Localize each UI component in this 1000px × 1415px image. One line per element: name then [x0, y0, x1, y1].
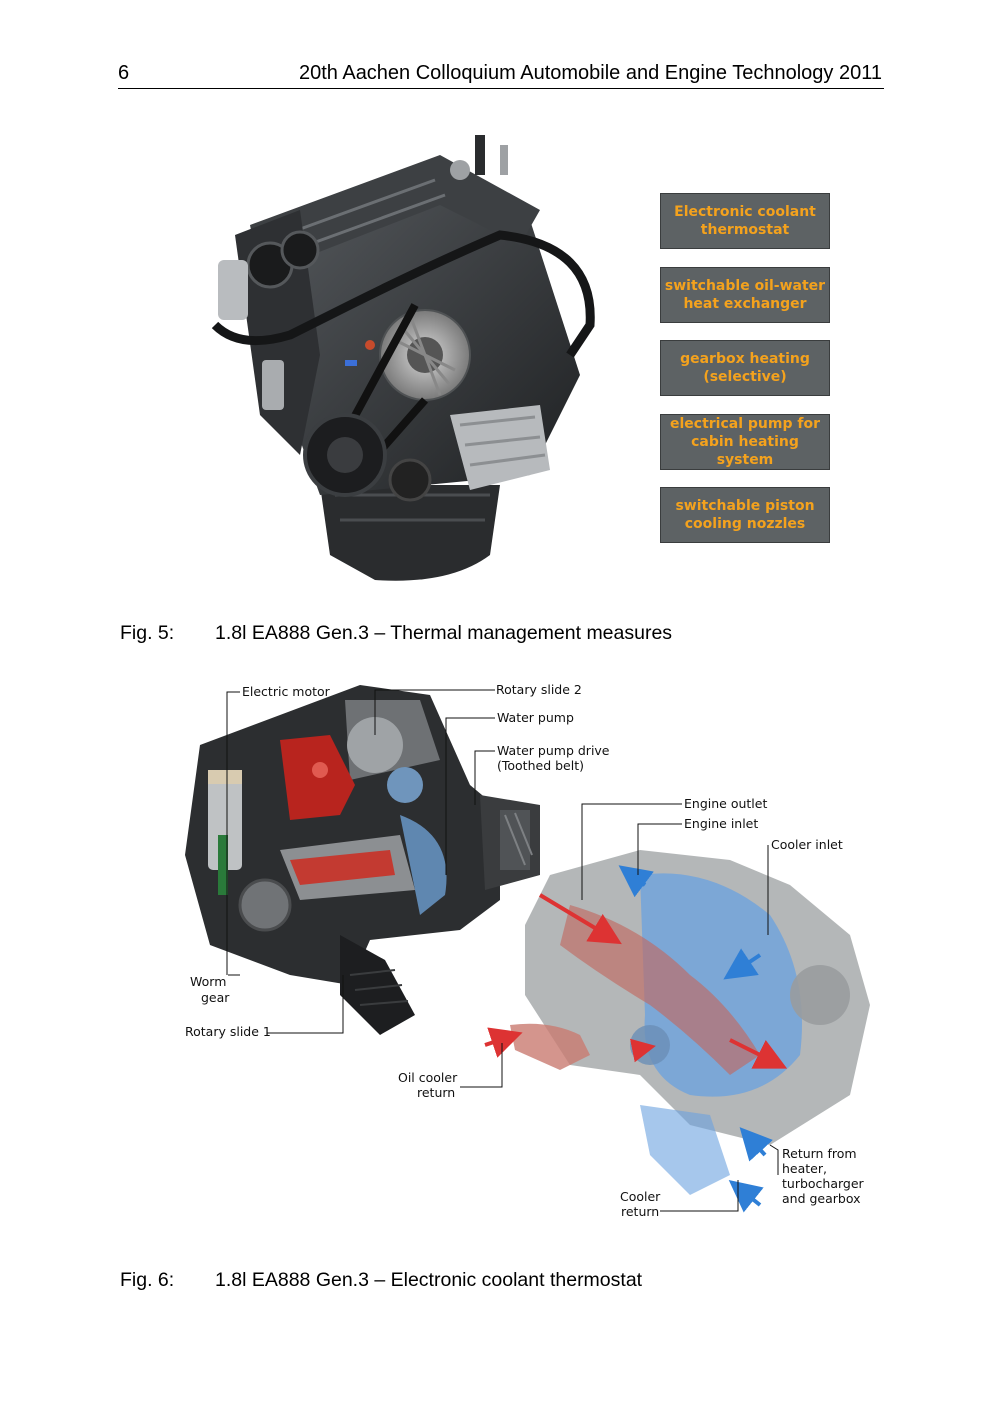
box-line: gearbox heating	[680, 351, 810, 367]
label-worm-gear: Worm	[190, 974, 226, 989]
thermal-measure-piston-cooling-nozzles: switchable piston cooling nozzles	[660, 487, 830, 543]
label-water-pump-drive-2: (Toothed belt)	[497, 758, 584, 773]
fig5-label: Fig. 5:	[120, 622, 175, 644]
label-cooler-return: Cooler	[620, 1189, 661, 1204]
label-rotary-slide-1: Rotary slide 1	[185, 1024, 271, 1039]
page-number: 6	[118, 62, 130, 84]
box-line: cooling nozzles	[684, 516, 806, 532]
label-return-from: Return from	[782, 1146, 857, 1161]
box-line: switchable oil-water	[664, 278, 826, 294]
running-header: 20th Aachen Colloquium Automobile and En…	[298, 62, 882, 84]
label-return-from-2: heater,	[782, 1161, 827, 1176]
label-engine-inlet: Engine inlet	[684, 816, 758, 831]
fig6-caption: Fig. 6: 1.8l EA888 Gen.3 – Electronic coo…	[120, 1269, 642, 1292]
label-return-from-4: and gearbox	[782, 1191, 861, 1206]
label-water-pump-drive: Water pump drive	[497, 743, 610, 758]
thermal-measure-oil-water-heat-exchanger: switchable oil-water heat exchanger	[660, 267, 830, 323]
thermostat-phantom	[484, 850, 870, 1213]
label-return-from-3: turbocharger	[782, 1176, 865, 1191]
thermostat-illustration: Electric motor Rotary slide 2 Water pump…	[185, 682, 870, 1219]
label-engine-outlet: Engine outlet	[684, 796, 767, 811]
label-cooler-inlet: Cooler inlet	[771, 837, 843, 852]
label-worm-gear-2: gear	[201, 990, 230, 1005]
thermal-measure-gearbox-heating: gearbox heating (selective)	[660, 340, 830, 396]
box-line: heat exchanger	[683, 296, 807, 312]
box-line: switchable piston	[675, 498, 815, 514]
label-rotary-slide-2: Rotary slide 2	[496, 682, 582, 697]
label-cooler-return-2: return	[621, 1204, 659, 1219]
fig5-caption-text: 1.8l EA888 Gen.3 – Thermal management me…	[215, 622, 673, 644]
box-line: Electronic coolant	[674, 204, 816, 220]
label-electric-motor: Electric motor	[242, 684, 331, 699]
fig6-label: Fig. 6:	[120, 1269, 175, 1291]
box-line: (selective)	[703, 369, 787, 385]
box-line: electrical pump for	[670, 416, 820, 432]
thermostat-cutaway	[185, 685, 540, 1035]
header-rule	[118, 88, 884, 89]
thermal-measure-electrical-pump: electrical pump for cabin heating system	[660, 414, 830, 470]
label-water-pump: Water pump	[497, 710, 574, 725]
engine-illustration	[211, 135, 595, 581]
thermal-measure-electronic-coolant-thermostat: Electronic coolant thermostat	[660, 193, 830, 249]
fig5-caption: Fig. 5: 1.8l EA888 Gen.3 – Thermal manage…	[120, 622, 672, 645]
leader-lines	[226, 689, 779, 1212]
fig6-caption-text: 1.8l EA888 Gen.3 – Electronic coolant th…	[215, 1269, 643, 1291]
box-line: cabin heating system	[691, 434, 799, 468]
label-oil-cooler-return: Oil cooler	[398, 1070, 458, 1085]
box-line: thermostat	[700, 222, 790, 238]
label-oil-cooler-return-2: return	[417, 1085, 455, 1100]
